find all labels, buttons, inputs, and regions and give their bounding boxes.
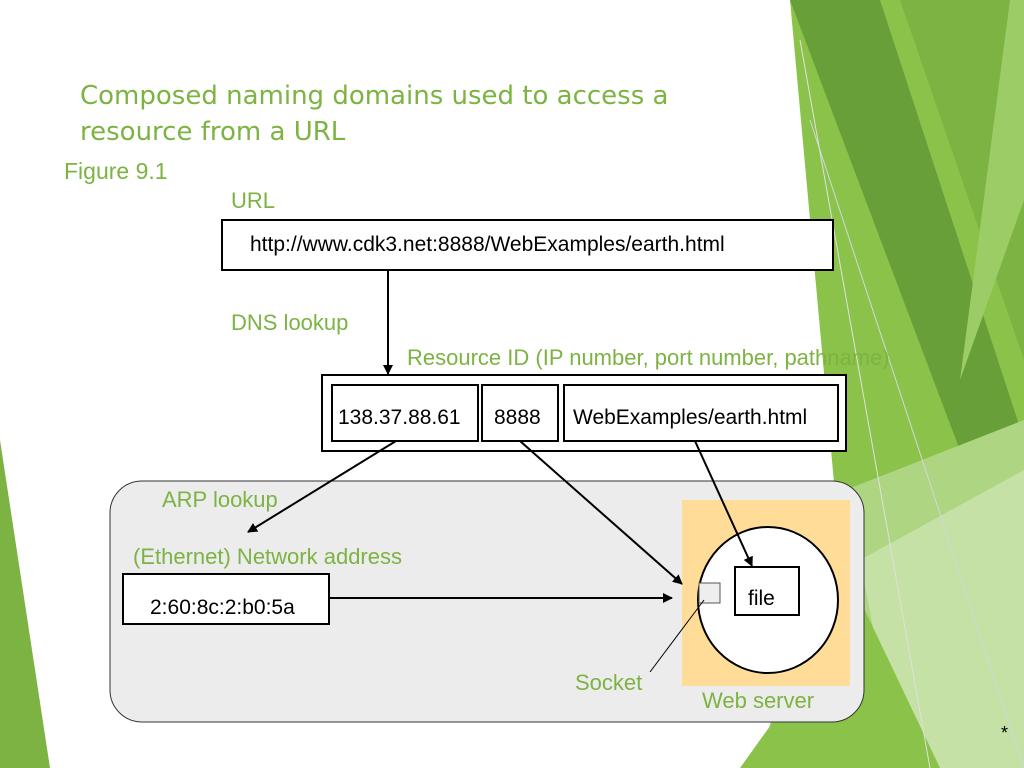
socket-box	[698, 582, 721, 604]
ip-address: 138.37.88.61	[338, 406, 461, 429]
path-to-file-arrow	[694, 440, 753, 567]
mac-address: 2:60:8c:2:b0:5a	[150, 596, 295, 619]
url-box	[221, 219, 834, 271]
path-box	[563, 384, 839, 442]
ip-box	[331, 384, 479, 442]
network-address-label: (Ethernet) Network address	[133, 544, 402, 569]
pathname: WebExamples/earth.html	[573, 406, 808, 429]
url-label: URL	[231, 188, 276, 213]
arp-lookup-label: ARP lookup	[162, 487, 278, 512]
footer-mark: *	[1000, 723, 1008, 743]
file-label: file	[748, 587, 775, 610]
port-number: 8888	[494, 406, 541, 429]
network-area	[109, 480, 865, 723]
mac-box	[122, 573, 330, 625]
resource-id-label: Resource ID (IP number, port number, pat…	[407, 345, 890, 370]
left-decoration	[0, 440, 50, 768]
dns-lookup-label: DNS lookup	[231, 310, 349, 335]
file-box	[734, 566, 800, 616]
web-server-label: Web server	[702, 688, 815, 713]
arp-arrow	[247, 440, 397, 533]
url-value: http://www.cdk3.net:8888/WebExamples/ear…	[250, 233, 725, 256]
figure-reference: Figure 9.1	[64, 158, 168, 184]
socket-label: Socket	[575, 670, 643, 695]
socket-pointer-line	[649, 599, 705, 673]
port-to-socket-arrow	[519, 440, 683, 585]
slide-title: Composed naming domains used to access a…	[80, 81, 669, 147]
port-box	[481, 384, 559, 442]
